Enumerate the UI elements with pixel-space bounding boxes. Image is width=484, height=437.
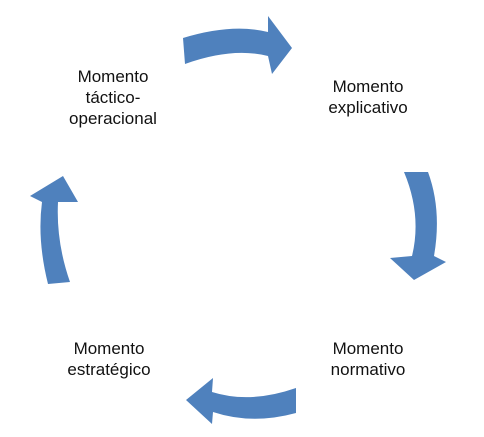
- node-label-line: Momento: [332, 339, 404, 358]
- node-momento-tactico-operacional: Momento táctico- operacional: [48, 66, 178, 129]
- cycle-arrow-right: [390, 172, 446, 280]
- node-label-line: estratégico: [67, 360, 151, 379]
- node-momento-estrategico: Momento estratégico: [44, 338, 174, 380]
- node-label-line: explicativo: [328, 98, 408, 117]
- cycle-arrow-bottom: [186, 378, 296, 424]
- node-momento-normativo: Momento normativo: [305, 338, 431, 380]
- node-momento-explicativo: Momento explicativo: [308, 76, 428, 118]
- node-label-line: operacional: [69, 109, 157, 128]
- cycle-arrow-left: [30, 176, 78, 284]
- cycle-arrow-top: [183, 16, 292, 74]
- node-label-line: Momento: [332, 77, 404, 96]
- node-label-line: normativo: [330, 360, 406, 379]
- node-label-line: Momento: [77, 67, 149, 86]
- node-label-line: táctico-: [85, 88, 141, 107]
- node-label-line: Momento: [73, 339, 145, 358]
